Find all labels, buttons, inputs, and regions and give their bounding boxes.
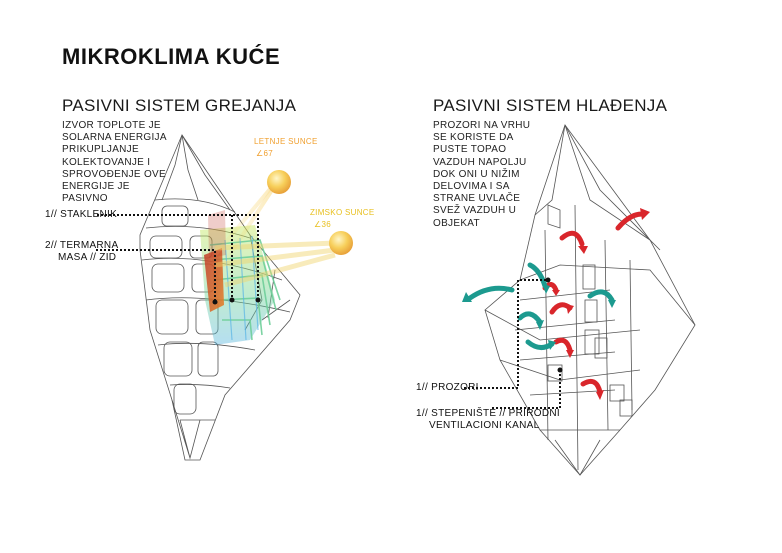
heating-description-line: IZVOR TOPLOTE JE [62,120,161,131]
heating-description-line: PASIVNO [62,193,108,205]
heating-leader-lines [96,214,259,302]
cooling-description-line: SVEŽ VAZDUH U [433,205,517,217]
cooling-label-staircase-line2: VENTILACIONI KANAL [429,420,540,431]
summer-sun-angle: ∠67 [256,149,273,158]
heating-section-title: PASIVNI SISTEM GREJANJA [62,96,297,115]
winter-sun-rays [214,240,336,288]
cooling-leader-dots [545,277,563,373]
fresh-air-arrowheads [462,284,616,350]
heating-description: IZVOR TOPLOTE JE SOLARNA ENERGIJA PRIKUP… [62,120,167,205]
heating-label-thermal-mass-line2: MASA // ZID [58,252,117,263]
warm-air-arrowheads [552,208,650,400]
heating-label-greenhouse: 1// STAKLENIK [45,209,118,220]
summer-sun-icon [267,170,291,194]
cooling-description-line: VAZDUH NAPOLJU [433,156,527,168]
heating-description-line: PRIKUPLJANJE [62,144,139,156]
cooling-label-staircase-line1: 1// STEPENIŠTE // PRIRODNI [416,408,560,419]
heating-leader-dots [212,297,261,305]
heating-description-line: SPROVOĐENJE OVE [62,168,166,180]
cooling-description-line: PROZORI NA VRHU [433,120,531,131]
heating-label-thermal-mass-line1: 2// TERMARNA [45,240,119,251]
cooling-leader-lines [464,279,561,409]
heating-description-line: SOLARNA ENERGIJA [62,132,167,144]
cooling-section-title: PASIVNI SISTEM HLAĐENJA [433,96,668,115]
page-title: MIKROKLIMA KUĆE [62,44,281,69]
cooling-description-line: DELOVIMA I SA [433,181,510,193]
summer-sun-label: LETNJE SUNCE [254,137,318,146]
winter-sun-angle: ∠36 [314,220,331,229]
cooling-description-line: DOK ONI U NIŽIM [433,168,520,180]
winter-sun-label: ZIMSKO SUNCE [310,208,375,217]
summer-sun-rays [213,181,277,264]
cooling-label-windows: 1// PROZORI [416,382,479,393]
cooling-description-line: PUSTE TOPAO [433,144,507,156]
winter-sun-icon [329,231,353,255]
cooling-description: PROZORI NA VRHU SE KORISTE DA PUSTE TOPA… [433,120,530,230]
cooling-description-line: SE KORISTE DA [433,132,514,144]
cooling-description-line: STRANE UVLAČE [433,193,521,205]
cooling-description-line: OBJEKAT [433,217,480,229]
heating-description-line: ENERGIJE JE [62,181,130,193]
heating-description-line: KOLEKTOVANJE I [62,156,151,168]
